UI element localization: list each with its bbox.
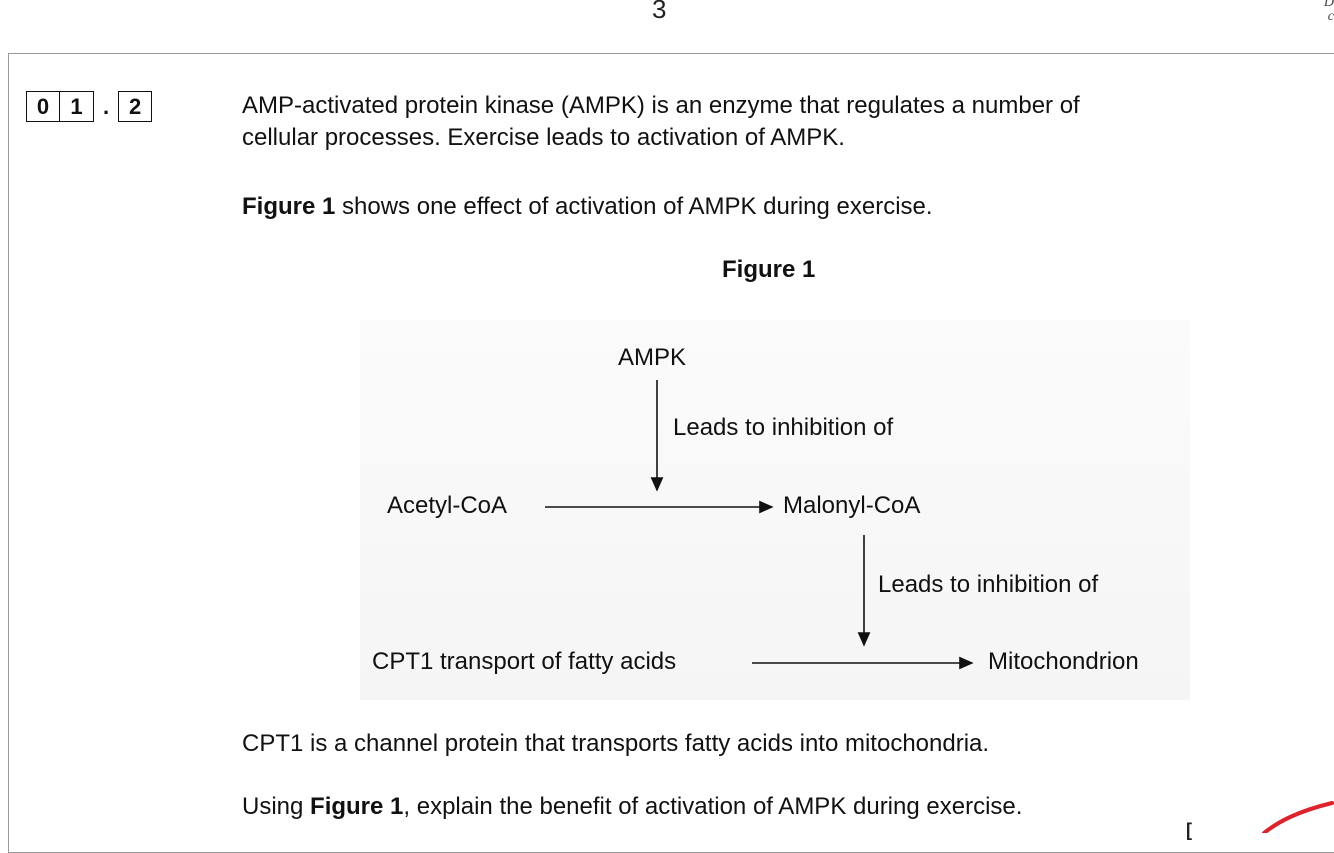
prompt-pre: Using <box>242 793 311 820</box>
question-digit-1: 0 <box>26 91 60 122</box>
intro-line-1: AMP-activated protein kinase (AMPK) is a… <box>242 92 1080 119</box>
figure-title: Figure 1 <box>722 256 816 283</box>
question-digit-2: 1 <box>60 91 94 122</box>
intro-line-2: cellular processes. Exercise leads to ac… <box>242 124 845 151</box>
node-malonyl-coa: Malonyl-CoA <box>783 492 921 519</box>
prompt-post: , explain the benefit of activation of A… <box>403 793 1023 820</box>
figure-reference-text: shows one effect of activation of AMPK d… <box>335 193 933 220</box>
node-cpt1-transport: CPT1 transport of fatty acids <box>372 648 677 675</box>
label-malonyl-inhibition: Leads to inhibition of <box>878 571 1099 598</box>
prompt-figure-ref: Figure 1 <box>310 793 404 820</box>
node-acetyl-coa: Acetyl-CoA <box>387 492 508 519</box>
cpt1-description: CPT1 is a channel protein that transport… <box>242 730 990 757</box>
node-ampk: AMPK <box>618 344 687 371</box>
corner-note: D c <box>1323 0 1334 24</box>
figure-1-diagram: AMPK Leads to inhibition of Acetyl-CoA M… <box>360 320 1190 700</box>
label-ampk-inhibition: Leads to inhibition of <box>673 414 894 441</box>
page-number: 3 <box>652 0 667 24</box>
question-part-digit: 2 <box>118 91 153 122</box>
question-prompt: Using Figure 1, explain the benefit of a… <box>242 791 1022 823</box>
figure-reference-bold: Figure 1 <box>242 193 336 220</box>
diagram-arrows <box>545 380 974 670</box>
marks-bracket-left: [ <box>1186 820 1192 840</box>
question-number: 0 1 . 2 <box>26 91 153 122</box>
node-mitochondrion: Mitochondrion <box>988 648 1139 675</box>
figure-reference: Figure 1 shows one effect of activation … <box>242 191 933 223</box>
red-annotation-mark <box>1262 801 1334 833</box>
question-separator: . <box>103 93 110 119</box>
